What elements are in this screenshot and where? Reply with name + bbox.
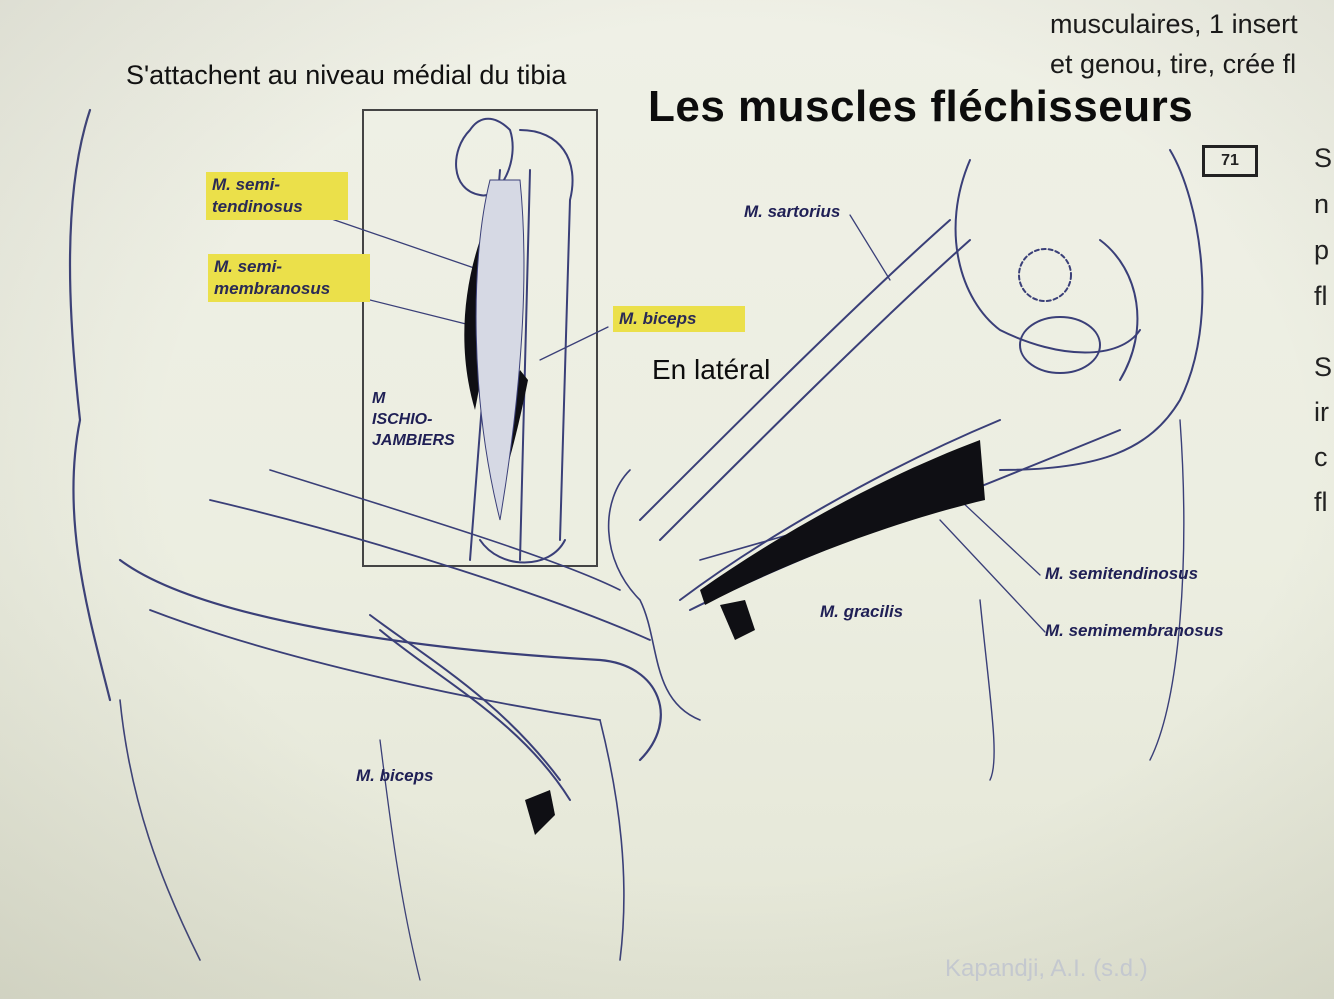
label-semimembranosus: M. semimembranosus xyxy=(1045,621,1224,641)
edge-letter: c xyxy=(1314,435,1332,480)
edge-letter: n xyxy=(1314,181,1332,227)
edge-letter: p xyxy=(1314,227,1332,273)
edge-letter: fl xyxy=(1314,273,1332,319)
edge-letter: ir xyxy=(1314,390,1332,435)
page-title: Les muscles fléchisseurs xyxy=(648,82,1193,132)
label-biceps-highlight: M. biceps xyxy=(613,306,745,332)
top-right-text: musculaires, 1 insert et genou, tire, cr… xyxy=(1050,4,1298,84)
right-edge-column-1: S n p fl xyxy=(1314,135,1332,319)
label-ischio-jambiers: M ISCHIO- JAMBIERS xyxy=(372,388,472,451)
right-edge-column-2: S ir c fl xyxy=(1314,345,1332,525)
label-semitendinosus: M. semitendinosus xyxy=(1045,564,1198,584)
tendon-insertion-left xyxy=(525,790,555,835)
edge-letter: fl xyxy=(1314,480,1332,525)
inset-muscle-fill xyxy=(476,180,524,520)
label-semitendinosus-highlight: M. semi- tendinosus xyxy=(206,172,348,220)
edge-letter: S xyxy=(1314,345,1332,390)
subtitle: S'attachent au niveau médial du tibia xyxy=(126,60,566,91)
label-gracilis: M. gracilis xyxy=(820,602,903,622)
top-right-line-2: et genou, tire, crée fl xyxy=(1050,44,1298,84)
label-sartorius: M. sartorius xyxy=(744,202,840,222)
label-biceps: M. biceps xyxy=(356,766,433,786)
edge-letter: S xyxy=(1314,135,1332,181)
tendon-insertion-right xyxy=(720,600,755,640)
top-right-line-1: musculaires, 1 insert xyxy=(1050,4,1298,44)
image-credit: Kapandji, A.I. (s.d.) xyxy=(945,955,1148,983)
label-semimembranosus-highlight: M. semi- membranosus xyxy=(208,254,370,302)
page-number-badge: 71 xyxy=(1202,145,1258,177)
lateral-label: En latéral xyxy=(652,354,770,386)
